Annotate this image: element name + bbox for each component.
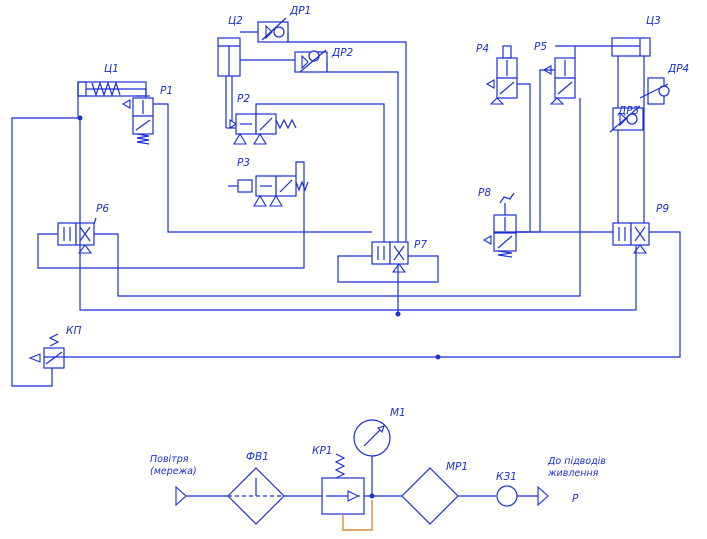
valve-p9 — [612, 222, 650, 254]
label-p-supply: Р — [572, 493, 579, 505]
junction-dot — [435, 354, 441, 360]
label-fv1: ФВ1 — [246, 451, 269, 463]
label-p6: Р6 — [96, 203, 109, 215]
label-c3: Ц3 — [646, 15, 661, 27]
valve-p2 — [229, 113, 297, 145]
label-p7: Р7 — [414, 239, 427, 251]
label-target-line1: До підводів — [547, 456, 606, 467]
throttle-dr1 — [257, 17, 289, 43]
supply-line — [175, 419, 549, 531]
valve-p4 — [485, 45, 518, 105]
valve-p1 — [121, 95, 154, 145]
label-p1: Р1 — [160, 85, 173, 97]
label-p3: Р3 — [237, 157, 250, 169]
label-kr1: КР1 — [312, 445, 332, 457]
valve-p5 — [542, 57, 576, 105]
cylinder-c2 — [217, 37, 241, 128]
label-dr2: ДР2 — [331, 47, 354, 59]
label-dr3: ДР3 — [617, 105, 639, 117]
label-target-line2: живлення — [547, 468, 599, 479]
valve-p8 — [482, 192, 517, 258]
label-p2: Р2 — [237, 93, 250, 105]
valve-p6 — [57, 217, 97, 254]
label-m1: М1 — [390, 407, 406, 419]
label-c2: Ц2 — [228, 15, 243, 27]
throttle-dr3 — [609, 105, 644, 133]
label-source-line2: (мережа) — [150, 466, 197, 477]
junction-dot — [77, 115, 83, 121]
cylinder-c3 — [555, 37, 651, 225]
label-p5: Р5 — [534, 41, 547, 53]
label-dr1: ДР1 — [289, 5, 311, 17]
junction-dot — [395, 311, 401, 317]
label-dr4: ДР4 — [667, 63, 689, 75]
label-p8: Р8 — [478, 187, 491, 199]
valve-p3 — [228, 175, 309, 207]
label-kp: КП — [66, 325, 81, 337]
label-p4: Р4 — [476, 43, 489, 55]
throttle-dr2 — [294, 49, 328, 73]
upper-piping — [11, 31, 681, 387]
pressure-valve-kp — [28, 333, 65, 369]
throttle-dr4 — [639, 77, 670, 105]
label-source-line1: Повітря — [150, 454, 189, 465]
label-mp1: МР1 — [446, 461, 468, 473]
label-c1: Ц1 — [104, 63, 119, 75]
label-p9: Р9 — [656, 203, 669, 215]
label-kz1: КЗ1 — [496, 471, 517, 483]
valve-p7 — [371, 241, 409, 273]
cylinder-c1 — [77, 81, 147, 97]
